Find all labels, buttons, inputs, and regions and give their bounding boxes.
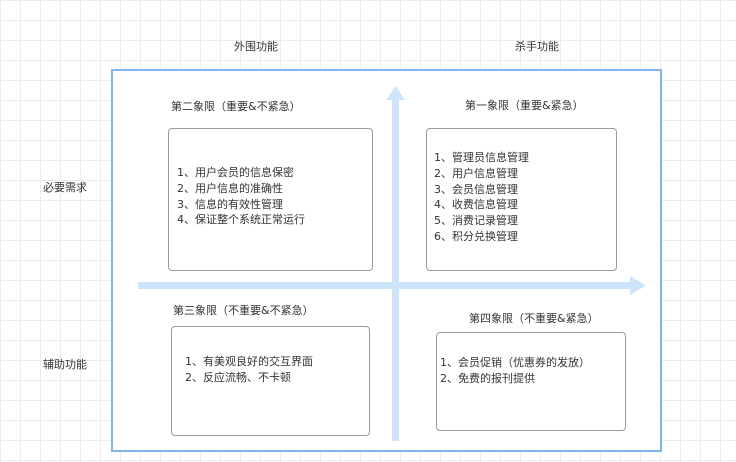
quadrant-1-list: 1、管理员信息管理 2、用户信息管理 3、会员信息管理 4、收费信息管理 5、消… bbox=[434, 150, 529, 245]
quadrant-1-box: 1、管理员信息管理 2、用户信息管理 3、会员信息管理 4、收费信息管理 5、消… bbox=[426, 128, 617, 271]
quadrant-4-box: 1、会员促销（优惠券的发放） 2、免费的报刊提供 bbox=[436, 332, 626, 431]
label-peripheral-features: 外围功能 bbox=[234, 40, 278, 53]
label-auxiliary-features: 辅助功能 bbox=[43, 358, 87, 371]
quadrant-4-title: 第四象限（不重要&紧急） bbox=[469, 312, 599, 325]
quadrant-3-title: 第三象限（不重要&不紧急） bbox=[173, 304, 314, 317]
quadrant-4-item: 2、免费的报刊提供 bbox=[440, 371, 535, 385]
quadrant-3-item: 1、有美观良好的交互界面 bbox=[185, 355, 313, 368]
quadrant-2-item: 4、保证整个系统正常运行 bbox=[177, 213, 305, 227]
quadrant-4-item: 1、会员促销（优惠券的发放） bbox=[440, 356, 590, 369]
quadrant-2-item: 2、用户信息的准确性 bbox=[177, 181, 283, 195]
quadrant-2-title: 第二象限（重要&不紧急） bbox=[171, 100, 301, 113]
quadrant-1-item: 3、会员信息管理 bbox=[434, 182, 518, 196]
quadrant-1-item: 1、管理员信息管理 bbox=[434, 151, 529, 164]
quadrant-1-item: 6、积分兑换管理 bbox=[434, 229, 518, 243]
quadrant-3-list: 1、有美观良好的交互界面 2、反应流畅、不卡顿 bbox=[185, 354, 313, 386]
label-essential-needs: 必要需求 bbox=[43, 181, 87, 194]
horizontal-axis-arrowhead bbox=[630, 276, 646, 295]
axis-arrows bbox=[138, 86, 646, 441]
quadrant-3-box: 1、有美观良好的交互界面 2、反应流畅、不卡顿 bbox=[171, 326, 370, 436]
quadrant-1-title: 第一象限（重要&紧急） bbox=[465, 99, 584, 112]
quadrant-1-item: 2、用户信息管理 bbox=[434, 166, 518, 180]
quadrant-3-item: 2、反应流畅、不卡顿 bbox=[185, 370, 291, 384]
vertical-axis-arrowhead bbox=[386, 86, 405, 100]
label-killer-features: 杀手功能 bbox=[515, 40, 559, 53]
quadrant-2-item: 1、用户会员的信息保密 bbox=[177, 166, 294, 179]
vertical-axis bbox=[392, 98, 399, 441]
quadrant-2-box: 1、用户会员的信息保密 2、用户信息的准确性 3、信息的有效性管理 4、保证整个… bbox=[168, 128, 373, 271]
quadrant-4-list: 1、会员促销（优惠券的发放） 2、免费的报刊提供 bbox=[440, 355, 590, 387]
quadrant-2-item: 3、信息的有效性管理 bbox=[177, 197, 283, 211]
horizontal-axis bbox=[138, 282, 633, 289]
quadrant-1-item: 4、收费信息管理 bbox=[434, 198, 518, 212]
quadrant-1-item: 5、消费记录管理 bbox=[434, 214, 518, 228]
quadrant-2-list: 1、用户会员的信息保密 2、用户信息的准确性 3、信息的有效性管理 4、保证整个… bbox=[177, 165, 305, 228]
